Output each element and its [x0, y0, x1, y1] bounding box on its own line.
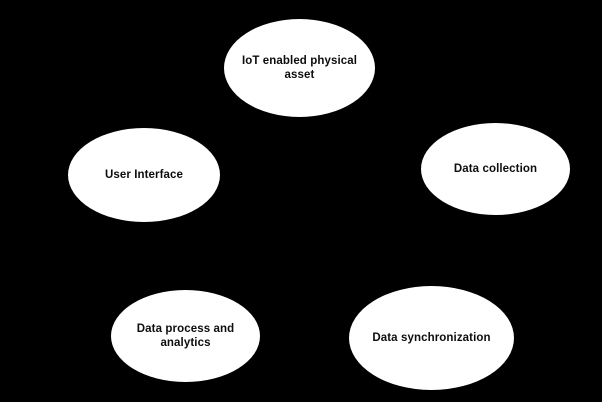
node-label: User Interface	[104, 169, 184, 181]
node-label: Data collection	[453, 163, 538, 175]
node-data-synchronization[interactable]: Data synchronization	[349, 286, 514, 390]
node-user-interface[interactable]: User Interface	[68, 128, 220, 222]
node-label: Data process and analytics	[136, 323, 235, 349]
node-label: Data synchronization	[372, 332, 491, 344]
node-iot-enabled-physical-asset[interactable]: IoT enabled physical asset	[224, 19, 375, 117]
node-data-collection[interactable]: Data collection	[421, 123, 570, 215]
node-data-process-and-analytics[interactable]: Data process and analytics	[111, 290, 260, 382]
node-label: IoT enabled physical asset	[241, 55, 358, 81]
